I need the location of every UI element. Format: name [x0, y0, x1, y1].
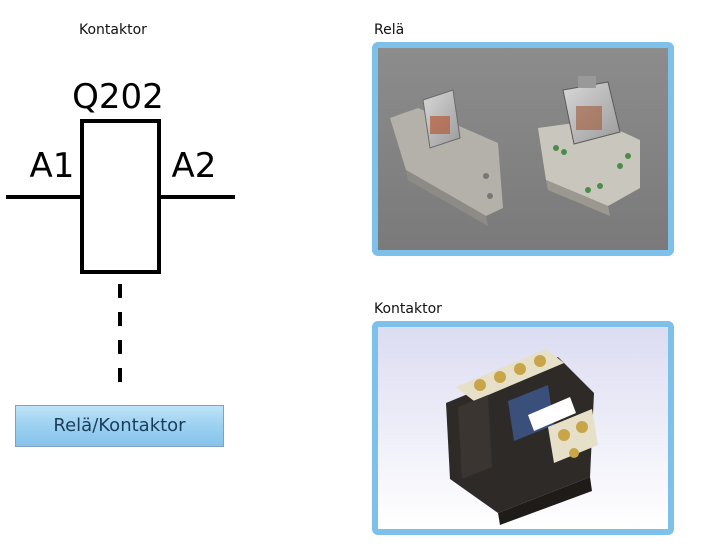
terminal-label-a1: A1 — [30, 146, 75, 186]
terminal-label-a2: A2 — [172, 146, 217, 186]
rele-kontaktor-button[interactable]: Relä/Kontaktor — [15, 405, 224, 447]
symbol-caption: Kontaktor — [79, 22, 147, 38]
contactor-photo-caption: Kontaktor — [374, 301, 442, 317]
coil-designation: Q202 — [72, 77, 164, 117]
contactor-coil-symbol: Q202 A1 A2 — [6, 77, 235, 392]
coil-box — [80, 119, 161, 274]
relay-photo — [372, 42, 674, 256]
relay-photo-image — [378, 48, 668, 250]
contactor-photo — [372, 321, 674, 535]
contactor-photo-image — [378, 327, 668, 529]
relay-photo-caption: Relä — [374, 22, 405, 38]
